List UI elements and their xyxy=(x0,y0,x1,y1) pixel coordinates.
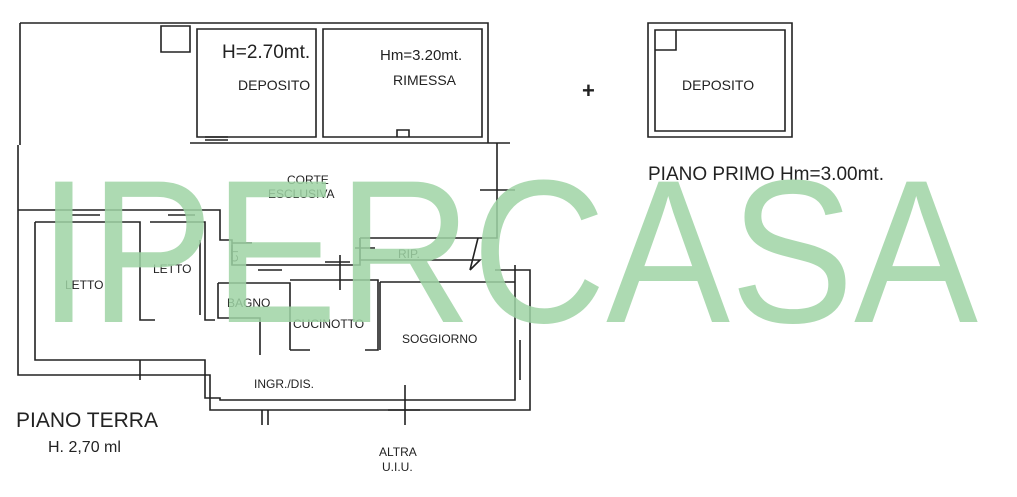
ct-label: CT xyxy=(230,249,241,262)
plus-sign: + xyxy=(582,78,595,103)
first-floor-deposito-label: DEPOSITO xyxy=(682,77,754,93)
altra-label-2: U.I.U. xyxy=(382,460,413,474)
ground-floor-walls xyxy=(17,23,531,425)
ground-floor-height: H. 2,70 ml xyxy=(48,439,121,456)
annex-walls xyxy=(20,22,510,144)
deposito-height-label: H=2.70mt. xyxy=(222,42,310,63)
ground-floor-title: PIANO TERRA xyxy=(16,409,158,432)
corte-label-2: ESCLUSIVA xyxy=(268,187,334,201)
corte-label-1: CORTE xyxy=(287,173,329,187)
letto-1-label: LETTO xyxy=(65,278,103,292)
bagno-label: BAGNO xyxy=(227,296,270,310)
watermark: IPERCASA xyxy=(38,138,978,366)
deposito-room-label: DEPOSITO xyxy=(238,77,310,93)
cucinotto-label: CUCINOTTO xyxy=(293,317,364,331)
rimessa-height-label: Hm=3.20mt. xyxy=(380,47,462,64)
ingresso-label: INGR./DIS. xyxy=(254,377,314,391)
soggiorno-label: SOGGIORNO xyxy=(402,332,477,346)
altra-label-1: ALTRA xyxy=(379,445,417,459)
letto-2-label: LETTO xyxy=(153,262,191,276)
first-floor-walls xyxy=(647,22,793,138)
first-floor-title: PIANO PRIMO Hm=3.00mt. xyxy=(648,164,884,185)
rimessa-room-label: RIMESSA xyxy=(393,72,457,88)
rip-label: RIP. xyxy=(398,247,420,261)
